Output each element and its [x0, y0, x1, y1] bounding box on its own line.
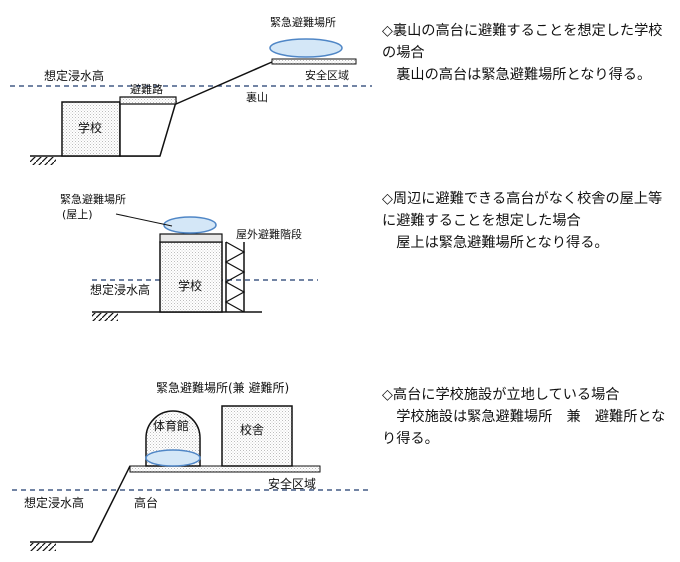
flood-level-label: 想定浸水高: [24, 495, 84, 510]
stairs-label: 屋外避難階段: [236, 227, 302, 241]
hill-slope: [175, 61, 273, 105]
ground-hatch-icon: [92, 313, 118, 321]
scenario-1-description: ◇裏山の高台に避難することを想定した学校の場合 裏山の高台は緊急避難場所となり得…: [382, 20, 674, 86]
highland-slope: [91, 465, 131, 543]
school-building: [61, 101, 121, 157]
shelter-ellipse-icon: [269, 38, 343, 58]
outdoor-stairs: [224, 241, 246, 313]
scenario-body: 裏山の高台は緊急避難場所となり得る。: [396, 67, 652, 83]
school-building: [159, 241, 223, 313]
main-building: [221, 405, 293, 467]
scenario-2-diagram: 想定浸水高 学校 緊急避難場所 (屋上) 屋外避難階段: [60, 192, 318, 321]
ground-hatch-icon: [30, 157, 56, 165]
school-label: 学校: [178, 278, 202, 293]
scenario-heading: ◇裏山の高台に避難することを想定した学校の場合: [382, 23, 663, 61]
highland-label: 高台: [134, 495, 158, 510]
safe-area-platform: [271, 58, 357, 65]
shelter-label: 緊急避難場所(兼 避難所): [156, 380, 289, 395]
evac-route-deck: [119, 96, 177, 105]
main-building-label: 校舎: [240, 422, 264, 437]
rooftop: [159, 233, 223, 243]
scenario-heading: ◇高台に学校施設が立地している場合: [382, 387, 620, 403]
safe-area-label: 安全区域: [305, 68, 349, 82]
scenario-2-description: ◇周辺に避難できる高台がなく校舎の屋上等に避難することを想定した場合 屋上は緊急…: [382, 188, 674, 254]
flood-level-label: 想定浸水高: [44, 68, 104, 83]
scenario-body: 屋上は緊急避難場所となり得る。: [396, 235, 609, 251]
shelter-label-line2: (屋上): [62, 208, 93, 221]
flood-level-label: 想定浸水高: [90, 282, 150, 297]
safe-area-platform: [129, 465, 321, 473]
school-label: 学校: [78, 120, 102, 135]
shelter-leader-line: [115, 213, 173, 227]
scenario-3-description: ◇高台に学校施設が立地している場合 学校施設は緊急避難場所 兼 避難所となり得る…: [382, 384, 674, 450]
scenario-body: 学校施設は緊急避難場所 兼 避難所となり得る。: [382, 409, 666, 447]
hill-label: 裏山: [246, 90, 268, 104]
shelter-label-line1: 緊急避難場所: [60, 192, 126, 206]
scenario-heading: ◇周辺に避難できる高台がなく校舎の屋上等に避難することを想定した場合: [382, 191, 663, 229]
evac-route-embankment: [119, 101, 178, 157]
ground-hatch-icon: [30, 543, 56, 551]
safe-area-label: 安全区域: [268, 476, 316, 491]
shelter-ellipse-icon: [145, 449, 201, 467]
shelter-label: 緊急避難場所: [270, 15, 336, 29]
gym-label: 体育館: [153, 418, 189, 433]
shelter-ellipse-icon: [163, 216, 217, 234]
evac-route-label: 避難路: [130, 82, 163, 96]
scenario-3-diagram: 想定浸水高 高台 安全区域 体育館 校舎 緊急避難場所(兼 避難所): [12, 380, 372, 551]
scenario-1-diagram: 想定浸水高 学校 避難路 裏山 安全区域 緊急避難場所: [10, 15, 372, 165]
